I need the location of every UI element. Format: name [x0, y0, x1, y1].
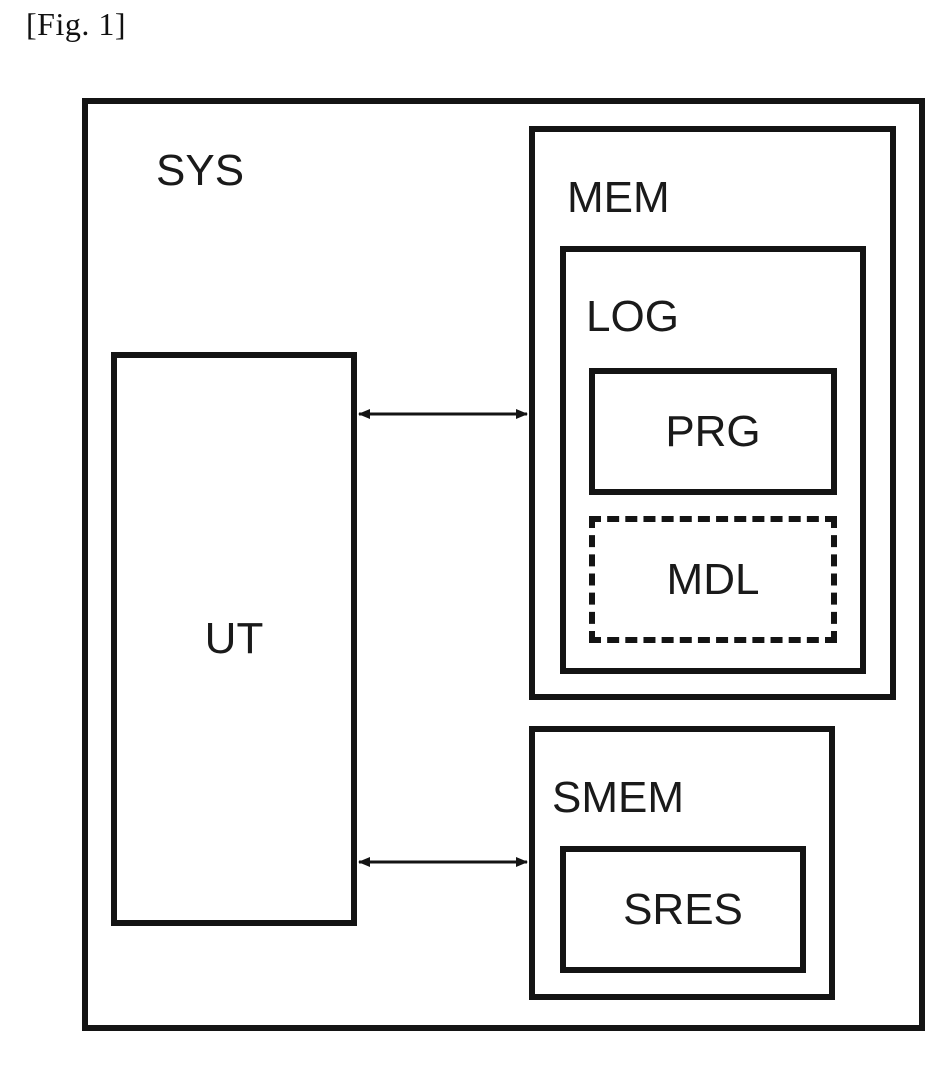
secondary-memory-label: SMEM: [552, 776, 684, 820]
processing-unit-box: UT: [111, 352, 357, 926]
resource-label: SRES: [566, 888, 800, 932]
system-label: SYS: [156, 149, 244, 193]
resource-box: SRES: [560, 846, 806, 973]
figure-label: [Fig. 1]: [26, 6, 126, 43]
model-box: MDL: [589, 516, 837, 643]
logic-label: LOG: [586, 295, 679, 339]
memory-label: MEM: [567, 176, 670, 220]
program-label: PRG: [595, 410, 831, 454]
program-box: PRG: [589, 368, 837, 495]
model-label: MDL: [595, 558, 831, 602]
processing-unit-label: UT: [117, 617, 351, 661]
